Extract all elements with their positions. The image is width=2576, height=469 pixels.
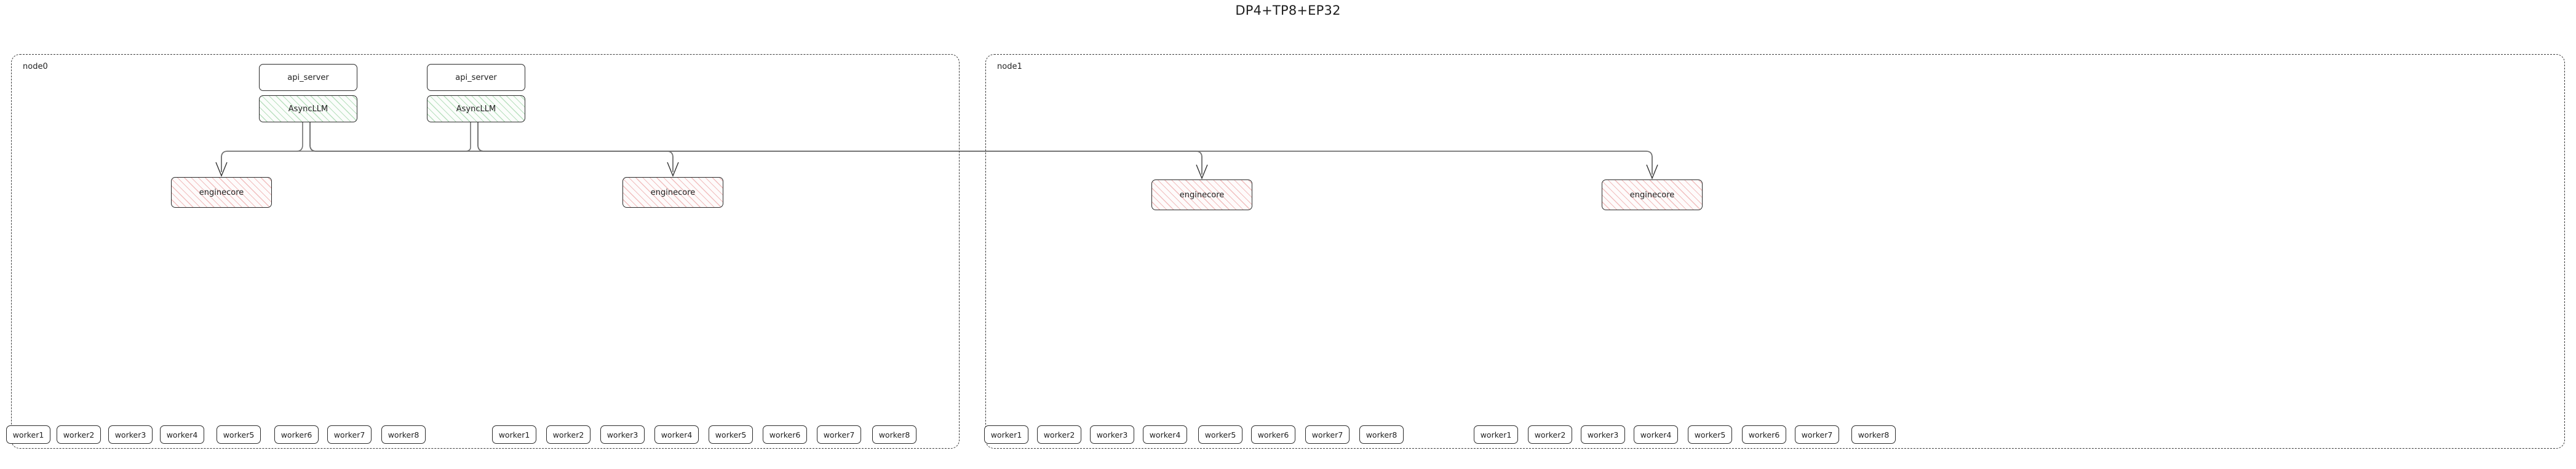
worker-label: worker6	[1748, 430, 1780, 439]
worker-box[interactable]: worker4	[1143, 425, 1187, 444]
worker-box[interactable]: worker3	[1090, 425, 1134, 444]
worker-label: worker5	[715, 430, 747, 439]
worker-label: worker1	[1480, 430, 1512, 439]
worker-box[interactable]: worker2	[546, 425, 590, 444]
worker-label: worker1	[498, 430, 530, 439]
worker-label: worker4	[1149, 430, 1181, 439]
subgraph-node1: node1	[985, 54, 2565, 449]
worker-label: worker2	[1043, 430, 1075, 439]
node-label-async0: AsyncLLM	[288, 104, 328, 114]
worker-label: worker2	[63, 430, 95, 439]
node-label-ec0: enginecore	[199, 187, 244, 197]
node-ec1[interactable]: enginecore	[622, 177, 723, 208]
node-label-api1: api_server	[455, 73, 497, 82]
worker-box[interactable]: worker2	[1037, 425, 1081, 444]
worker-label: worker8	[1858, 430, 1890, 439]
subgraph-label-node1: node1	[997, 62, 1022, 71]
worker-label: worker4	[1640, 430, 1672, 439]
worker-label: worker7	[1311, 430, 1343, 439]
worker-box[interactable]: worker8	[872, 425, 916, 444]
worker-label: worker4	[661, 430, 693, 439]
node-ec2[interactable]: enginecore	[1151, 179, 1252, 210]
worker-box[interactable]: worker7	[1305, 425, 1350, 444]
node-api0[interactable]: api_server	[259, 64, 357, 91]
node-label-async1: AsyncLLM	[456, 104, 496, 114]
worker-box[interactable]: worker6	[1251, 425, 1295, 444]
worker-box[interactable]: worker6	[1742, 425, 1786, 444]
node-label-ec3: enginecore	[1629, 190, 1675, 200]
worker-box[interactable]: worker1	[6, 425, 50, 444]
worker-label: worker6	[1257, 430, 1289, 439]
worker-box[interactable]: worker8	[381, 425, 426, 444]
worker-box[interactable]: worker4	[1634, 425, 1678, 444]
worker-box[interactable]: worker1	[492, 425, 536, 444]
node-ec0[interactable]: enginecore	[171, 177, 272, 208]
node-label-ec2: enginecore	[1179, 190, 1225, 200]
worker-box[interactable]: worker7	[1795, 425, 1839, 444]
subgraph-node0: node0	[11, 54, 960, 449]
subgraph-label-node0: node0	[23, 62, 48, 71]
worker-box[interactable]: worker5	[217, 425, 261, 444]
worker-box[interactable]: worker6	[763, 425, 807, 444]
worker-label: worker5	[223, 430, 255, 439]
worker-label: worker7	[1801, 430, 1833, 439]
worker-box[interactable]: worker8	[1359, 425, 1404, 444]
worker-label: worker8	[1366, 430, 1397, 439]
worker-box[interactable]: worker7	[817, 425, 861, 444]
worker-label: worker7	[823, 430, 855, 439]
worker-label: worker6	[280, 430, 312, 439]
node-api1[interactable]: api_server	[427, 64, 525, 91]
worker-box[interactable]: worker2	[57, 425, 101, 444]
worker-label: worker8	[878, 430, 910, 439]
worker-label: worker2	[1534, 430, 1566, 439]
worker-box[interactable]: worker5	[1688, 425, 1732, 444]
node-label-ec1: enginecore	[650, 187, 696, 197]
worker-label: worker8	[388, 430, 419, 439]
node-async1[interactable]: AsyncLLM	[427, 95, 525, 122]
worker-box[interactable]: worker1	[984, 425, 1028, 444]
worker-label: worker5	[1694, 430, 1726, 439]
worker-label: worker1	[990, 430, 1022, 439]
worker-label: worker3	[1587, 430, 1619, 439]
page-title: DP4+TP8+EP32	[1235, 3, 1341, 18]
worker-label: worker3	[1096, 430, 1128, 439]
worker-box[interactable]: worker5	[1198, 425, 1242, 444]
worker-box[interactable]: worker3	[108, 425, 153, 444]
node-label-api0: api_server	[287, 73, 329, 82]
worker-box[interactable]: worker7	[327, 425, 372, 444]
worker-box[interactable]: worker4	[654, 425, 699, 444]
node-ec3[interactable]: enginecore	[1602, 179, 1703, 210]
worker-label: worker3	[606, 430, 638, 439]
worker-label: worker7	[333, 430, 365, 439]
worker-label: worker1	[12, 430, 44, 439]
worker-label: worker6	[769, 430, 801, 439]
worker-box[interactable]: worker6	[274, 425, 319, 444]
worker-box[interactable]: worker1	[1474, 425, 1518, 444]
worker-box[interactable]: worker2	[1528, 425, 1572, 444]
worker-box[interactable]: worker3	[600, 425, 645, 444]
worker-box[interactable]: worker3	[1581, 425, 1625, 444]
worker-label: worker3	[114, 430, 146, 439]
worker-label: worker4	[166, 430, 198, 439]
worker-label: worker2	[552, 430, 584, 439]
worker-box[interactable]: worker4	[160, 425, 204, 444]
worker-box[interactable]: worker5	[709, 425, 753, 444]
worker-box[interactable]: worker8	[1851, 425, 1896, 444]
node-async0[interactable]: AsyncLLM	[259, 95, 357, 122]
worker-label: worker5	[1204, 430, 1236, 439]
